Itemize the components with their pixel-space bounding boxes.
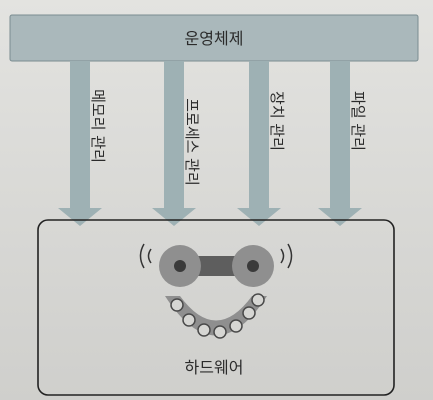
arrow-process: 프로세스 관리 xyxy=(152,61,201,226)
arrow-memory-label: 메모리 관리 xyxy=(89,89,107,163)
arrow-memory: 메모리 관리 xyxy=(58,61,107,226)
arrow-process-shape xyxy=(152,61,196,226)
hardware-robot-icon xyxy=(139,243,293,339)
arrow-device: 장치 관리 xyxy=(237,61,286,226)
sound-wave-left-outer xyxy=(139,243,145,269)
arrow-file-shape xyxy=(318,61,362,226)
right-pupil xyxy=(247,260,259,272)
arrow-file: 파일 관리 xyxy=(318,61,367,226)
smile-bead xyxy=(182,313,196,327)
arrow-device-shape xyxy=(237,61,281,226)
smile-bead xyxy=(251,293,265,307)
hardware-box-border xyxy=(37,219,395,396)
os-bar-label: 운영체제 xyxy=(185,29,244,48)
arrows-group: 메모리 관리 프로세스 관리 장치 관리 파일 관리 xyxy=(58,61,367,226)
arrow-device-label: 장치 관리 xyxy=(268,91,286,151)
smile-bead xyxy=(197,323,211,337)
os-bar-box xyxy=(9,14,419,62)
smile-bead xyxy=(213,325,227,339)
os-bar: 운영체제 xyxy=(9,14,419,62)
smile-beads xyxy=(170,293,265,339)
left-pupil xyxy=(174,260,186,272)
sound-wave-left-inner xyxy=(147,248,152,264)
smile-bead xyxy=(242,306,256,320)
hardware-label: 하드웨어 xyxy=(185,358,244,377)
arrow-process-label: 프로세스 관리 xyxy=(183,98,201,186)
smile-bead xyxy=(229,319,243,333)
sound-wave-right-outer xyxy=(287,243,293,269)
arrow-file-label: 파일 관리 xyxy=(349,91,367,151)
hardware-box: 하드웨어 xyxy=(37,219,395,396)
smile-bead xyxy=(170,298,184,312)
eye-bridge xyxy=(194,256,244,276)
arrow-memory-shape xyxy=(58,61,102,226)
sound-wave-right-inner xyxy=(280,248,285,264)
